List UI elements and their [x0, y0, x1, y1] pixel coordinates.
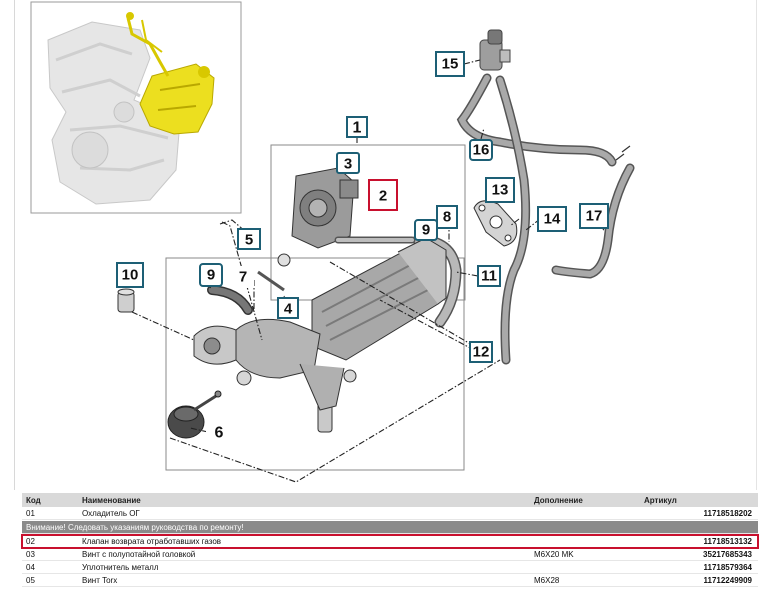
callout-5[interactable]: 5 [237, 228, 261, 250]
row-code: 03 [26, 549, 35, 559]
hose-14-drawing [495, 75, 531, 365]
egr-valve-2-drawing [277, 167, 416, 267]
gasket-13-drawing [473, 200, 518, 247]
row-article: 11712249909 [703, 575, 753, 585]
svg-text:9: 9 [207, 267, 215, 284]
callout-4[interactable]: 4 [277, 297, 299, 319]
svg-text:14: 14 [544, 211, 561, 228]
svg-text:13: 13 [492, 182, 509, 199]
svg-text:6: 6 [215, 425, 224, 442]
row-code: 05 [26, 575, 35, 585]
callout-3[interactable]: 3 [336, 152, 360, 174]
callout-12[interactable]: 12 [469, 341, 493, 363]
header-name: Наименование [82, 495, 141, 505]
callout-6[interactable]: 6 [206, 422, 232, 444]
sensor-15-drawing [479, 29, 511, 71]
table-row[interactable]: 01 Охладитель ОГ 11718518202 [22, 507, 758, 520]
svg-text:9: 9 [422, 222, 430, 239]
svg-text:1: 1 [353, 120, 362, 137]
table-row[interactable]: 04 Уплотнитель металл 11718579364 [22, 561, 758, 574]
callout-11[interactable]: 11 [477, 265, 501, 287]
row-name: Охладитель ОГ [82, 508, 140, 518]
svg-text:12: 12 [473, 344, 490, 361]
table-header: Код Наименование Дополнение Артикул [22, 493, 758, 507]
svg-text:7: 7 [239, 269, 247, 286]
callout-16[interactable]: 16 [469, 139, 493, 161]
highlighted-egr-assembly [126, 12, 215, 135]
callout-10[interactable]: 10 [116, 262, 144, 288]
callout-9-upper[interactable]: 9 [414, 219, 438, 241]
engine-overview-thumbnail [30, 1, 242, 214]
callout-7[interactable]: 7 [232, 266, 254, 288]
row-name: Винт с полупотайной головкой [82, 549, 196, 559]
svg-text:8: 8 [443, 209, 451, 226]
actuator-6-drawing [167, 390, 222, 439]
row-addition: M6X28 [534, 575, 560, 585]
callout-15[interactable]: 15 [435, 51, 465, 77]
svg-text:5: 5 [245, 232, 253, 249]
table-row[interactable]: 03 Винт с полупотайной головкой M6X20 MK… [22, 548, 758, 561]
row-code: 04 [26, 562, 35, 572]
hose-16-drawing [456, 73, 617, 167]
row-name: Винт Torx [82, 575, 118, 585]
bolt-10-drawing [117, 288, 135, 313]
callout-9-lower[interactable]: 9 [199, 263, 223, 287]
row-code: 02 [26, 536, 35, 546]
svg-text:3: 3 [344, 156, 352, 173]
callout-13[interactable]: 13 [485, 177, 515, 203]
row-article: 11718513132 [703, 536, 753, 546]
svg-text:16: 16 [473, 142, 490, 159]
row-article: 11718518202 [703, 508, 753, 518]
callout-17[interactable]: 17 [579, 203, 609, 229]
svg-text:15: 15 [442, 56, 459, 73]
table-row-selected[interactable]: 02 Клапан возврата отработавших газов 11… [21, 534, 759, 549]
row-code: 01 [26, 508, 35, 518]
header-article: Артикул [644, 495, 677, 505]
svg-text:4: 4 [284, 301, 293, 318]
row-addition: M6X20 MK [534, 549, 574, 559]
row-article: 11718579364 [703, 562, 753, 572]
left-rail [14, 0, 15, 490]
row-article: 35217685343 [703, 549, 752, 559]
exploded-parts-diagram: 1 2 3 4 5 6 7 8 9 9 10 11 [30, 1, 635, 483]
callout-2[interactable]: 2 [368, 179, 398, 211]
table-row[interactable]: 05 Винт Torx M6X28 11712249909 [22, 574, 758, 587]
callout-8[interactable]: 8 [436, 205, 458, 229]
right-rail [756, 0, 757, 490]
svg-text:17: 17 [586, 208, 603, 225]
row-name: Клапан возврата отработавших газов [82, 536, 222, 546]
parts-table: Код Наименование Дополнение Артикул 01 О… [21, 493, 759, 587]
svg-text:2: 2 [379, 188, 387, 205]
row-name: Уплотнитель металл [82, 562, 159, 572]
callout-14[interactable]: 14 [537, 206, 567, 232]
header-code: Код [26, 495, 41, 505]
callout-1[interactable]: 1 [346, 116, 368, 138]
svg-text:11: 11 [481, 268, 497, 285]
svg-text:10: 10 [122, 267, 139, 284]
egr-cooler-1-drawing [193, 237, 447, 433]
repair-manual-notice: Внимание! Следовать указаниям руководств… [22, 521, 758, 534]
hose-17-drawing [551, 163, 635, 279]
header-addition: Дополнение [534, 495, 583, 505]
